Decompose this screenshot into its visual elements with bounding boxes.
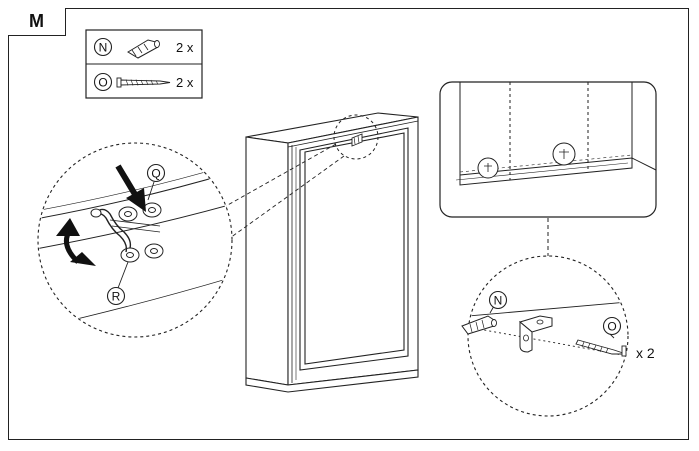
screw-icon [575,339,627,357]
parts-row-n: N 2 x [93,37,194,59]
callout-n: N [494,294,503,308]
part-qty-o: 2 x [176,75,194,90]
part-letter-o: O [98,76,107,90]
callout-quantity: x 2 [636,345,655,361]
bracket-icon [518,315,553,353]
screw-icon [116,77,171,88]
leader-line [229,155,345,239]
parts-row-o: O 2 x [93,72,194,92]
anchor-plug-icon [461,315,497,335]
callout-o: O [607,320,616,334]
part-qty-n: 2 x [176,40,194,55]
step-label: M [8,8,66,36]
left-detail-circle: Q R [37,142,233,338]
underside-detail-panel [439,81,657,218]
detail-marker-circle [333,114,379,160]
leader-line [225,143,337,207]
diagram-frame [8,8,689,440]
callout-r: R [112,290,121,304]
parts-box: N 2 x O 2 x [85,29,203,99]
anchor-plug-icon [127,39,160,59]
callout-q: Q [151,167,160,181]
part-letter-n: N [99,41,108,55]
cabinet [245,112,419,393]
right-detail-circle: N O [461,255,629,417]
